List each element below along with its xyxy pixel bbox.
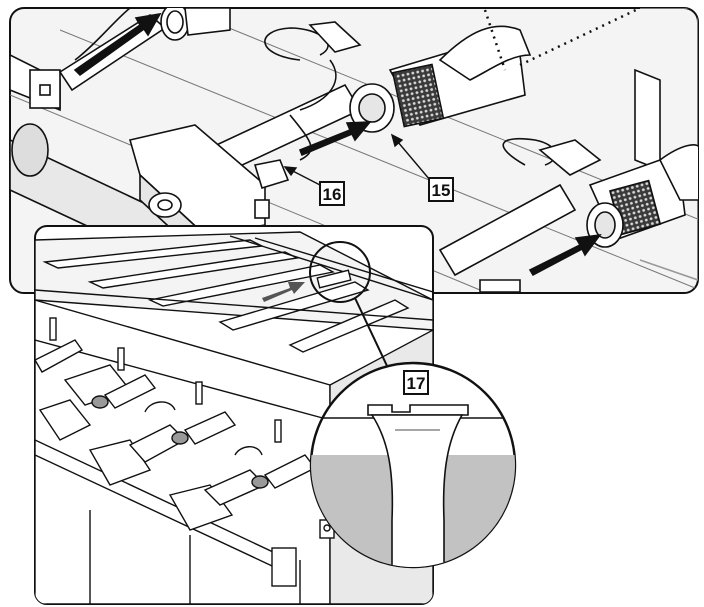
dotted-hose-line bbox=[483, 8, 641, 71]
callout-leaders bbox=[283, 133, 431, 186]
valve-assembly-3 bbox=[168, 446, 317, 531]
callout-16: 16 bbox=[319, 181, 345, 206]
burner-center bbox=[128, 21, 362, 262]
magnify-indicator bbox=[309, 241, 389, 369]
magnified-detail-circle bbox=[309, 361, 517, 569]
callout-16-label: 16 bbox=[323, 185, 342, 204]
insertion-arrows bbox=[73, 12, 602, 277]
callout-15: 15 bbox=[428, 177, 454, 202]
burner-right bbox=[438, 137, 698, 293]
valve-assembly-2 bbox=[88, 401, 237, 486]
slot-location bbox=[316, 269, 352, 289]
slot-arrow bbox=[262, 282, 305, 302]
orifice-fitting bbox=[349, 25, 532, 133]
wall-tabs bbox=[49, 317, 282, 443]
callout-15-label: 15 bbox=[432, 181, 451, 200]
cooktop-slats bbox=[35, 231, 433, 353]
callout-17: 17 bbox=[403, 370, 429, 395]
top-detail-panel bbox=[9, 7, 699, 294]
callout-17-label: 17 bbox=[407, 374, 426, 393]
valve-assembly-1 bbox=[35, 339, 157, 441]
